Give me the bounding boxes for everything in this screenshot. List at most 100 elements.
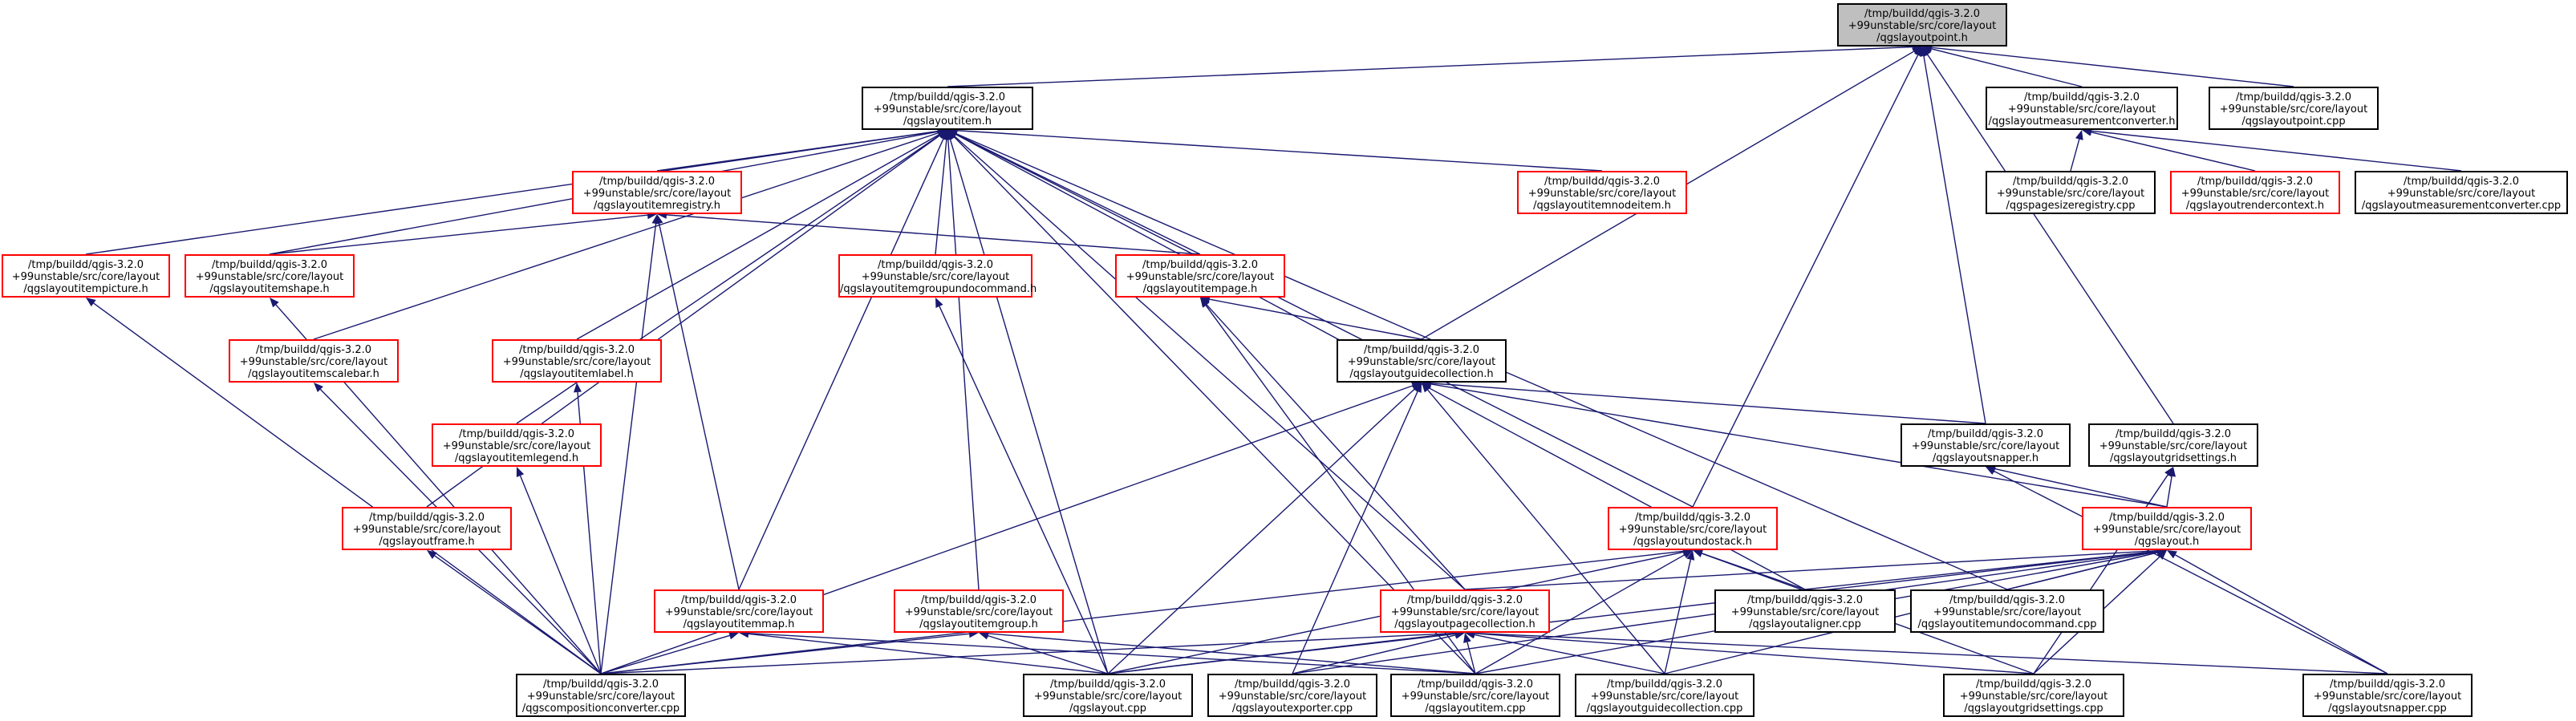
node-label-line: /qgslayoutgridsettings.cpp bbox=[1964, 703, 2103, 715]
edge-snapper_cpp-to-snapper_h bbox=[1994, 470, 2388, 674]
node-map-h[interactable]: /tmp/buildd/qgis-3.2.0+99unstable/src/co… bbox=[654, 589, 824, 633]
node-gridsettings-h[interactable]: /tmp/buildd/qgis-3.2.0+99unstable/src/co… bbox=[2088, 423, 2258, 467]
node-label-line: /tmp/buildd/qgis-3.2.0 bbox=[598, 176, 716, 188]
edge-page_h-to-item_h bbox=[955, 133, 1201, 255]
edge-exporter_cpp-to-guidecoll_h bbox=[1292, 391, 1418, 674]
node-registry-h[interactable]: /tmp/buildd/qgis-3.2.0+99unstable/src/co… bbox=[572, 171, 742, 214]
node-label-line: +99unstable/src/core/layout bbox=[1033, 691, 1183, 703]
edge-arrowhead bbox=[1411, 382, 1422, 390]
node-shape-h[interactable]: /tmp/buildd/qgis-3.2.0+99unstable/src/co… bbox=[185, 254, 355, 298]
edge-meas_cpp-to-meas_h bbox=[2091, 130, 2462, 172]
node-snapper-cpp[interactable]: /tmp/buildd/qgis-3.2.0+99unstable/src/co… bbox=[2302, 674, 2473, 717]
edge-arrowhead bbox=[1914, 47, 1922, 57]
node-layout-h[interactable]: /tmp/buildd/qgis-3.2.0+99unstable/src/co… bbox=[2082, 507, 2252, 550]
node-rendercontext-h[interactable]: /tmp/buildd/qgis-3.2.0+99unstable/src/co… bbox=[2170, 171, 2340, 214]
node-itemundo-cpp[interactable]: /tmp/buildd/qgis-3.2.0+99unstable/src/co… bbox=[1910, 589, 2104, 633]
node-pagesize-cpp[interactable]: /tmp/buildd/qgis-3.2.0+99unstable/src/co… bbox=[1986, 171, 2156, 214]
edge-arrowhead bbox=[935, 298, 943, 308]
node-label-line: +99unstable/src/core/layout bbox=[1933, 606, 2082, 618]
node-groupundo-h[interactable]: /tmp/buildd/qgis-3.2.0+99unstable/src/co… bbox=[838, 254, 1036, 298]
edge-arrowhead bbox=[516, 467, 525, 477]
node-label-line: /tmp/buildd/qgis-3.2.0 bbox=[1606, 678, 1723, 691]
edge-compconv_cpp-to-legend_h bbox=[519, 475, 602, 674]
node-exporter-cpp[interactable]: /tmp/buildd/qgis-3.2.0+99unstable/src/co… bbox=[1207, 674, 1377, 717]
edge-guidecoll_cpp-to-undostack_h bbox=[1664, 559, 1692, 674]
edge-arrowhead bbox=[1912, 47, 1922, 55]
node-label-line: /tmp/buildd/qgis-3.2.0 bbox=[458, 428, 575, 440]
node-meas-cpp[interactable]: /tmp/buildd/qgis-3.2.0+99unstable/src/co… bbox=[2355, 171, 2568, 214]
node-pagecoll-h[interactable]: /tmp/buildd/qgis-3.2.0+99unstable/src/co… bbox=[1380, 589, 1550, 633]
node-snapper-h[interactable]: /tmp/buildd/qgis-3.2.0+99unstable/src/co… bbox=[1901, 423, 2071, 467]
edge-arrowhead bbox=[728, 631, 739, 640]
node-label-line: /qgslayoutitemregistry.h bbox=[594, 200, 720, 212]
edge-guidecoll_h-to-page_h bbox=[1209, 298, 1422, 340]
edge-pagesize_cpp-to-meas_h bbox=[2070, 139, 2080, 172]
edge-snapper_cpp-to-pagecoll_h bbox=[1474, 632, 2388, 674]
node-meas-h[interactable]: /tmp/buildd/qgis-3.2.0+99unstable/src/co… bbox=[1986, 87, 2178, 130]
edge-groupundo_h-to-item_h bbox=[935, 139, 947, 255]
node-aligner-cpp[interactable]: /tmp/buildd/qgis-3.2.0+99unstable/src/co… bbox=[1714, 589, 1896, 633]
edge-exporter_cpp-to-pagecoll_h bbox=[1292, 634, 1456, 674]
edge-map_h-to-registry_h bbox=[658, 223, 740, 590]
node-label-line: /tmp/buildd/qgis-3.2.0 bbox=[1864, 8, 1981, 20]
node-point-cpp[interactable]: /tmp/buildd/qgis-3.2.0+99unstable/src/co… bbox=[2209, 87, 2379, 130]
edge-item_cpp-to-pagecoll_h bbox=[1466, 642, 1476, 674]
node-label-line: /qgslayoutmeasurementconverter.cpp bbox=[2361, 200, 2562, 212]
edge-undostack_h-to-point_h bbox=[1692, 55, 1919, 508]
node-undostack-h[interactable]: /tmp/buildd/qgis-3.2.0+99unstable/src/co… bbox=[1608, 507, 1778, 550]
node-label-line: /qgslayout.cpp bbox=[1069, 703, 1146, 715]
node-label-line: /qgspagesizeregistry.cpp bbox=[2006, 200, 2136, 212]
node-label-line: /tmp/buildd/qgis-3.2.0 bbox=[1406, 594, 1523, 606]
node-label-line: +99unstable/src/core/layout bbox=[1959, 691, 2108, 703]
node-page-h[interactable]: /tmp/buildd/qgis-3.2.0+99unstable/src/co… bbox=[1115, 254, 1285, 298]
node-item-cpp[interactable]: /tmp/buildd/qgis-3.2.0+99unstable/src/co… bbox=[1390, 674, 1560, 717]
node-label-line: /qgslayoutaligner.cpp bbox=[1749, 618, 1861, 630]
node-label-line: /qgslayoutitemnodeitem.h bbox=[1533, 200, 1671, 212]
node-frame-h[interactable]: /tmp/buildd/qgis-3.2.0+99unstable/src/co… bbox=[342, 507, 512, 550]
node-label-line: /qgslayout.h bbox=[2134, 536, 2200, 548]
node-label-line: /tmp/buildd/qgis-3.2.0 bbox=[1746, 594, 1864, 606]
node-label-line: /qgslayoutitemgroup.h bbox=[919, 618, 1038, 630]
node-label-line: /qgslayoutrendercontext.h bbox=[2185, 200, 2325, 212]
node-label-line: /qgslayoutitemscalebar.h bbox=[248, 368, 379, 380]
node-nodeitem-h[interactable]: /tmp/buildd/qgis-3.2.0+99unstable/src/co… bbox=[1517, 171, 1687, 214]
edge-layout_h-to-snapper_h bbox=[1994, 468, 2168, 508]
node-group-h[interactable]: /tmp/buildd/qgis-3.2.0+99unstable/src/co… bbox=[894, 589, 1064, 633]
edge-layout_cpp-to-guidecoll_h bbox=[1107, 388, 1415, 674]
node-gridsettings-cpp[interactable]: /tmp/buildd/qgis-3.2.0+99unstable/src/co… bbox=[1943, 674, 2124, 717]
node-picture-h[interactable]: /tmp/buildd/qgis-3.2.0+99unstable/src/co… bbox=[2, 254, 170, 298]
edge-arrowhead bbox=[1693, 549, 1703, 557]
node-guidecoll-h[interactable]: /tmp/buildd/qgis-3.2.0+99unstable/src/co… bbox=[1337, 339, 1507, 383]
node-label-line: /tmp/buildd/qgis-3.2.0 bbox=[2197, 176, 2314, 188]
node-label-h[interactable]: /tmp/buildd/qgis-3.2.0+99unstable/src/co… bbox=[492, 339, 662, 383]
node-label-line: +99unstable/src/core/layout bbox=[2180, 188, 2330, 200]
edge-arrowhead bbox=[1686, 550, 1695, 561]
node-label-line: +99unstable/src/core/layout bbox=[1730, 606, 1880, 618]
node-label-line: +99unstable/src/core/layout bbox=[239, 356, 388, 368]
edge-arrowhead bbox=[651, 214, 660, 225]
node-label-line: /qgslayoutsnapper.h bbox=[1932, 452, 2039, 464]
edge-arrowhead bbox=[427, 550, 437, 560]
node-label-line: +99unstable/src/core/layout bbox=[442, 440, 591, 452]
edge-snapper_h-to-guidecoll_h bbox=[1430, 383, 1986, 424]
node-label-line: /tmp/buildd/qgis-3.2.0 bbox=[877, 259, 994, 271]
node-label-line: +99unstable/src/core/layout bbox=[1996, 188, 2145, 200]
node-item-h[interactable]: /tmp/buildd/qgis-3.2.0+99unstable/src/co… bbox=[862, 87, 1033, 130]
edge-arrowhead bbox=[1414, 383, 1422, 393]
node-guidecoll-cpp[interactable]: /tmp/buildd/qgis-3.2.0+99unstable/src/co… bbox=[1575, 674, 1755, 717]
node-legend-h[interactable]: /tmp/buildd/qgis-3.2.0+99unstable/src/co… bbox=[432, 423, 602, 467]
node-compconv-cpp[interactable]: /tmp/buildd/qgis-3.2.0+99unstable/src/co… bbox=[516, 674, 686, 717]
node-layout-cpp[interactable]: /tmp/buildd/qgis-3.2.0+99unstable/src/co… bbox=[1023, 674, 1193, 717]
edge-compconv_cpp-to-pagecoll_h bbox=[600, 632, 1456, 674]
node-label-line: /tmp/buildd/qgis-3.2.0 bbox=[920, 594, 1037, 606]
node-label-line: /tmp/buildd/qgis-3.2.0 bbox=[368, 512, 485, 524]
node-label-line: +99unstable/src/core/layout bbox=[2092, 524, 2241, 536]
edge-compconv_cpp-to-registry_h bbox=[600, 223, 657, 674]
node-label-line: /qgslayoutgridsettings.h bbox=[2110, 452, 2237, 464]
edge-arrowhead bbox=[270, 298, 279, 308]
node-label-line: /qgslayoutundostack.h bbox=[1633, 536, 1752, 548]
node-scalebar-h[interactable]: /tmp/buildd/qgis-3.2.0+99unstable/src/co… bbox=[229, 339, 399, 383]
node-label-line: /qgslayoutitem.cpp bbox=[1425, 703, 1526, 715]
edge-arrowhead bbox=[937, 130, 947, 140]
